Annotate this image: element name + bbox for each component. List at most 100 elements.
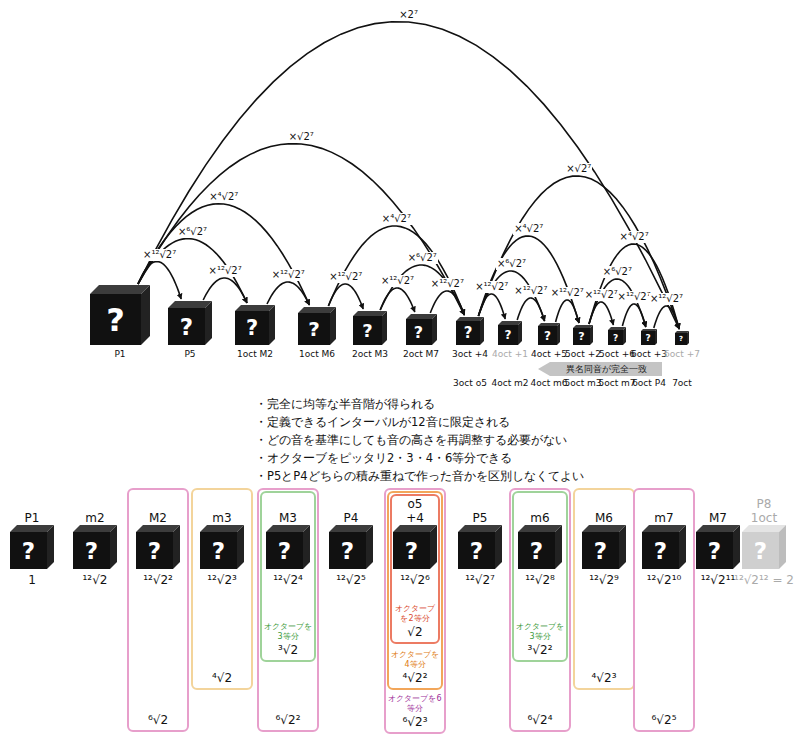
cube-mark: ? <box>393 532 430 569</box>
cube-face <box>655 329 657 345</box>
division-caption: オクターブを3等分 <box>262 622 314 642</box>
note-label: m7 <box>654 511 673 525</box>
note-cube: m3?¹²√2³ <box>200 497 244 588</box>
division-caption: オクターブを6等分 <box>386 694 444 714</box>
note-text: ・定義できるインターバルが12音に限定される <box>255 414 510 430</box>
note-cube: m6?¹²√2⁸ <box>518 497 562 588</box>
cube-face <box>675 331 689 333</box>
division-caption: オクターブを4等分 <box>389 650 441 670</box>
ratio-arc <box>478 176 679 329</box>
note-label: 5oct +6 <box>599 349 635 360</box>
cube-wrap: ? <box>200 525 244 569</box>
division-box: ⁴√2 m3?¹²√2³ <box>191 488 253 690</box>
ratio-arc <box>589 279 646 327</box>
division-box: オクターブを6等分⁶√2³オクターブを4等分⁴√2²オクターブを2等分√2o5+… <box>384 488 446 734</box>
box-foot: オクターブを3等分³√2 <box>262 622 314 658</box>
cube-face <box>136 525 180 532</box>
cube-face <box>608 327 626 330</box>
label-stack: P4 <box>344 497 359 525</box>
cube-mark: ? <box>136 532 173 569</box>
ratio-arc <box>478 236 579 323</box>
cube-face <box>141 285 150 345</box>
cube-wrap: ? <box>458 525 502 569</box>
cube-mark: ? <box>406 319 432 345</box>
cube-face <box>136 532 173 569</box>
cube-mark: ? <box>742 532 779 569</box>
cube-face <box>73 525 117 532</box>
cube-face <box>641 329 657 331</box>
cube-face <box>432 314 437 345</box>
label-stack: M2 <box>149 497 167 525</box>
ratio-arc <box>138 22 679 329</box>
cube-face <box>406 314 437 319</box>
cube-face <box>733 525 740 569</box>
ratio-arc <box>267 282 309 305</box>
cube-face <box>642 532 679 569</box>
cube-mark: ? <box>329 532 366 569</box>
edge-label: ×⁶√2⁷ <box>602 266 633 278</box>
division-caption: オクターブを3等分 <box>514 622 566 642</box>
note-label: 6oct +3 <box>631 349 667 360</box>
cube-wrap: ? <box>136 525 180 569</box>
label-stack: m2 <box>85 497 104 525</box>
cube-face <box>480 317 484 345</box>
note-label: m6 <box>530 511 549 525</box>
division-box: ⁶√2⁵m7?¹²√2¹⁰ <box>633 488 695 732</box>
edge-label: ×⁶√2⁷ <box>496 258 527 270</box>
interval-value: ¹²√2⁵ <box>336 572 366 588</box>
cube-face <box>382 311 387 345</box>
cube-face <box>353 316 382 345</box>
cube-mark: ? <box>675 333 687 345</box>
root-value: ⁴√2 <box>212 670 232 686</box>
pitch-cube: ?2oct M7 <box>406 314 437 345</box>
pitch-cube: ?P1 <box>90 285 150 345</box>
label-stack: M7 <box>709 497 727 525</box>
cube-wrap: ? <box>742 525 786 569</box>
cube-face <box>538 326 557 345</box>
cube-face <box>675 333 687 345</box>
interval-value: ¹²√2⁶ <box>400 572 430 588</box>
cube-face <box>590 325 593 345</box>
note-label: P5 <box>473 511 488 525</box>
cube-face <box>168 308 205 345</box>
label-stack: m3 <box>212 497 231 525</box>
label-stack: m6 <box>530 497 549 525</box>
cube-face <box>641 331 655 345</box>
edge-label: ×¹²√2⁷ <box>380 275 415 287</box>
cube-mark: ? <box>518 532 555 569</box>
cube-face <box>679 525 686 569</box>
cube-face <box>458 525 502 532</box>
division-box: オクターブを2等分√2o5+4?¹²√2⁶ <box>390 494 440 644</box>
label-stack: M3 <box>279 497 297 525</box>
cube-wrap: ? <box>696 525 740 569</box>
root-value: ⁴√2² <box>403 670 428 686</box>
cube-face <box>168 301 212 308</box>
cube-face <box>366 525 373 569</box>
edge-label: ×¹²√2⁷ <box>649 293 684 305</box>
cube-face <box>10 525 54 532</box>
cube-mark: ? <box>353 316 382 345</box>
label-stack: P5 <box>473 497 488 525</box>
interval-value: ¹²√2¹¹ <box>701 572 736 588</box>
edge-label: ×¹²√2⁷ <box>208 265 243 277</box>
edge-label: ×¹²√2⁷ <box>513 285 548 297</box>
note-label: 5oct m7 <box>598 378 635 389</box>
edge-label: ×¹²√2⁷ <box>328 271 363 283</box>
edge-label: ×⁴√2⁷ <box>513 223 544 235</box>
interval-value: ¹²√2⁷ <box>465 572 495 588</box>
edge-label: ×¹²√2⁷ <box>271 269 306 281</box>
box-foot: オクターブを6等分⁶√2³ <box>386 694 444 730</box>
note-label: M6 <box>595 511 613 525</box>
cube-face <box>329 532 366 569</box>
pitch-cube: ?6oct +77oct <box>675 331 689 345</box>
cube-face <box>498 325 518 345</box>
note-label: P5 <box>184 349 195 360</box>
cube-wrap: ? <box>518 525 562 569</box>
label-stack: P81oct <box>751 497 777 525</box>
cube-mark: ? <box>573 328 590 345</box>
note-label: 5oct m3 <box>564 378 601 389</box>
cube-face <box>582 532 619 569</box>
cube-mark: ? <box>642 532 679 569</box>
